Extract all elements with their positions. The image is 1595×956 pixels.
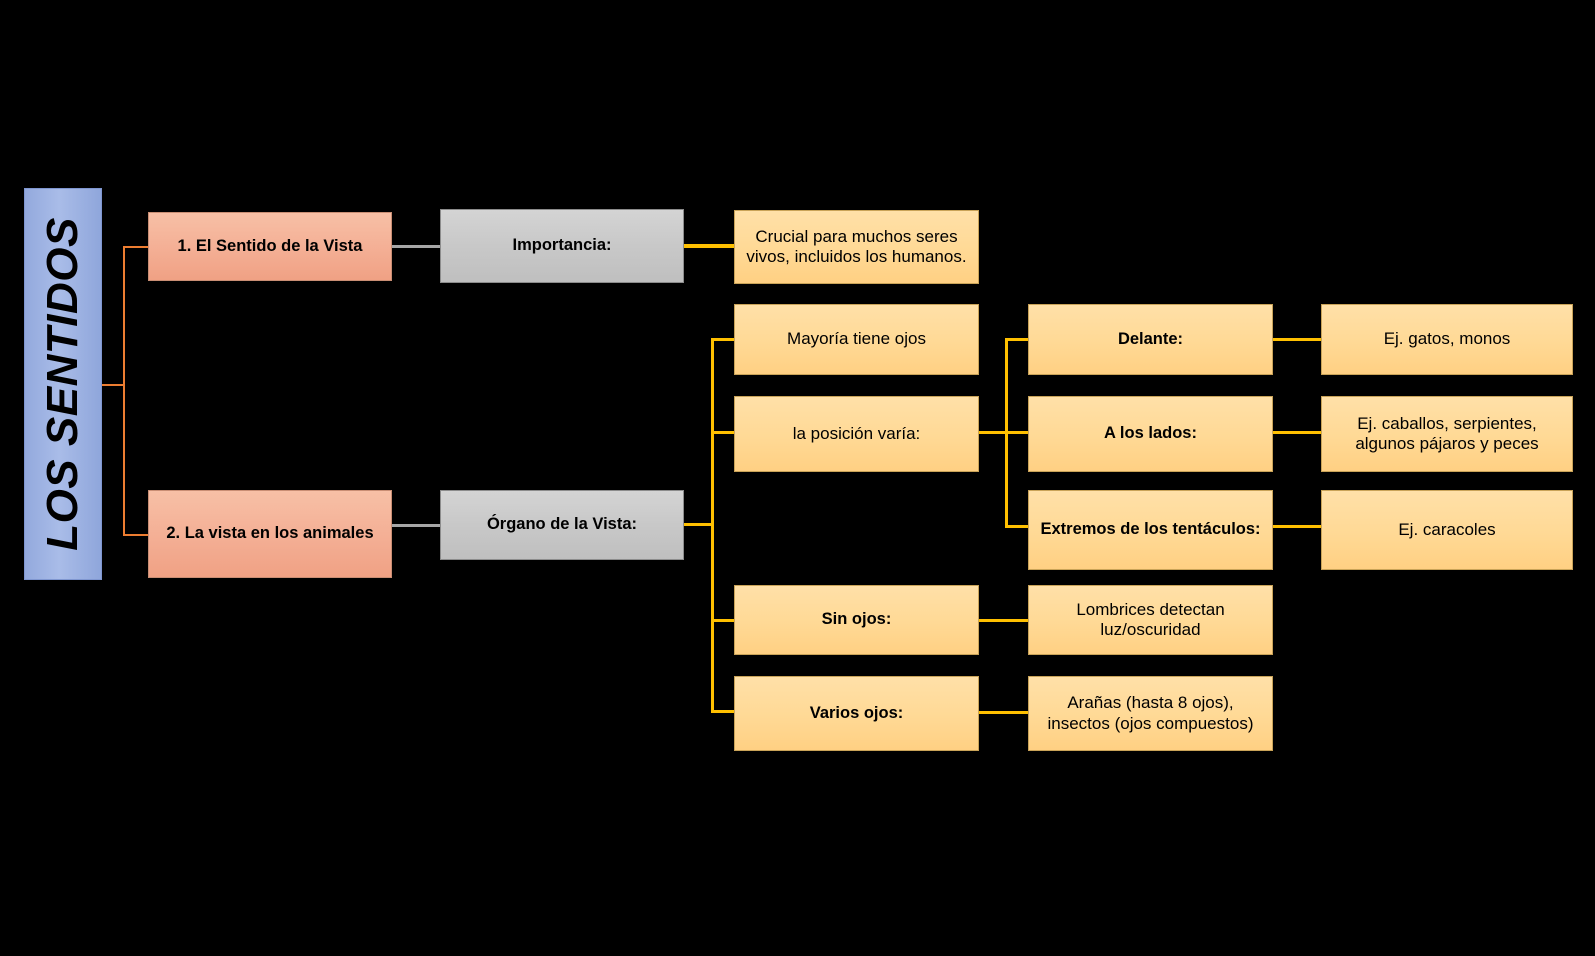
connector-organo-to-sin-ojos <box>711 619 735 622</box>
diagram-title-bar: LOS SENTIDOS <box>24 188 102 580</box>
connector-root-stub <box>102 384 124 386</box>
node-label: Lombrices detectan luz/oscuridad <box>1076 599 1225 639</box>
node-aranas-insectos[interactable]: Arañas (hasta 8 ojos), insectos (ojos co… <box>1028 676 1273 751</box>
connector-root-to-branch1 <box>123 246 149 248</box>
node-label: Extremos de los tentáculos: <box>1040 520 1261 539</box>
node-lombrices-detectan-luz[interactable]: Lombrices detectan luz/oscuridad <box>1028 585 1273 655</box>
connector-organo-spine <box>711 338 714 713</box>
connector-organo-to-mayoria <box>711 338 735 341</box>
node-delante[interactable]: Delante: <box>1028 304 1273 375</box>
node-organo-de-la-vista[interactable]: Órgano de la Vista: <box>440 490 684 560</box>
connector-posicion-to-a-los-lados <box>1005 431 1030 434</box>
connector-delante-to-ej-gatos <box>1273 338 1321 341</box>
connector-varios-ojos-to-aranas <box>979 711 1029 714</box>
node-label: la posición varía: <box>792 423 921 443</box>
node-crucial-para-seres-vivos[interactable]: Crucial para muchos seres vivos, incluid… <box>734 210 979 284</box>
node-varios-ojos[interactable]: Varios ojos: <box>734 676 979 751</box>
connector-root-spine <box>123 246 125 536</box>
connector-root-to-branch2 <box>123 534 149 536</box>
node-sentido-de-la-vista[interactable]: 1. El Sentido de la Vista <box>148 212 392 281</box>
node-label: Ej. caracoles <box>1398 519 1496 539</box>
node-label: Ej. gatos, monos <box>1383 329 1511 349</box>
page-title: LOS SENTIDOS <box>38 217 87 551</box>
connector-organo-to-posicion <box>711 431 735 434</box>
node-label: Ej. caballos, serpientes, algunos pájaro… <box>1355 413 1539 453</box>
node-label: Importancia: <box>512 236 612 255</box>
connector-organo-to-varios-ojos <box>711 710 735 713</box>
node-label: Arañas (hasta 8 ojos), insectos (ojos co… <box>1047 693 1254 733</box>
connector-extremos-to-ej-caracoles <box>1273 525 1321 528</box>
node-label: Órgano de la Vista: <box>486 515 638 534</box>
node-mayoria-tiene-ojos[interactable]: Mayoría tiene ojos <box>734 304 979 375</box>
connector-sin-ojos-to-lombrices <box>979 619 1029 622</box>
node-ej-caballos-serpientes[interactable]: Ej. caballos, serpientes, algunos pájaro… <box>1321 396 1573 472</box>
node-a-los-lados[interactable]: A los lados: <box>1028 396 1273 472</box>
connector-branch1-to-importancia <box>392 245 440 248</box>
node-label: 1. El Sentido de la Vista <box>177 236 363 255</box>
connector-organo-stub <box>684 523 712 526</box>
node-label: Varios ojos: <box>809 703 904 722</box>
node-sin-ojos[interactable]: Sin ojos: <box>734 585 979 655</box>
connector-branch2-to-organo <box>392 524 440 527</box>
connector-posicion-to-delante <box>1005 338 1030 341</box>
node-extremos-de-los-tentaculos[interactable]: Extremos de los tentáculos: <box>1028 490 1273 570</box>
node-label: A los lados: <box>1104 424 1197 443</box>
connector-posicion-stub <box>979 431 1007 434</box>
node-ej-caracoles[interactable]: Ej. caracoles <box>1321 490 1573 570</box>
node-importancia[interactable]: Importancia: <box>440 209 684 283</box>
node-ej-gatos-monos[interactable]: Ej. gatos, monos <box>1321 304 1573 375</box>
node-label: Mayoría tiene ojos <box>787 329 926 349</box>
node-la-posicion-varia[interactable]: la posición varía: <box>734 396 979 472</box>
connector-a-los-lados-to-ej-caballos <box>1273 431 1321 434</box>
node-label: Crucial para muchos seres vivos, incluid… <box>746 226 967 266</box>
connector-posicion-to-extremos <box>1005 525 1030 528</box>
node-label: 2. La vista en los animales <box>166 524 374 543</box>
node-label: Sin ojos: <box>821 610 892 629</box>
connector-importancia-to-crucial <box>684 244 734 248</box>
node-vista-en-los-animales[interactable]: 2. La vista en los animales <box>148 490 392 578</box>
node-label: Delante: <box>1117 329 1184 348</box>
